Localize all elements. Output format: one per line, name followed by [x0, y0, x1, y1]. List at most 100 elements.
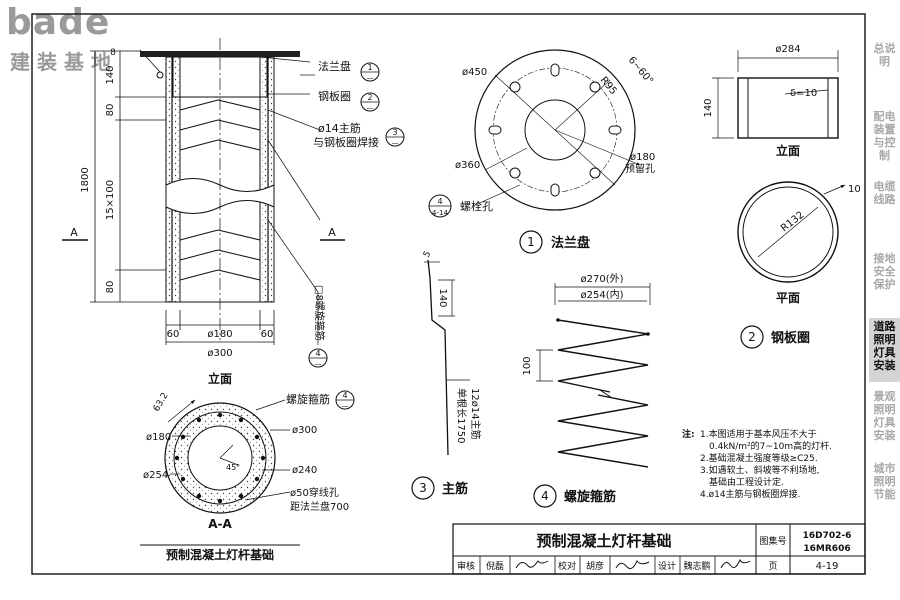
- title-block: 预制混凝土灯杆基础 图集号 16D702-6 16MR606 页 4-19 审核…: [452, 523, 866, 575]
- ring-caption: 钢板圈: [771, 330, 810, 346]
- flange-label-pre-hole: 预留孔: [625, 162, 655, 175]
- tb-review: 审核: [457, 560, 475, 572]
- svg-text:4-14: 4-14: [432, 209, 448, 217]
- note-line: 2.基础混凝土强度等级≥C25.: [700, 452, 818, 464]
- tb-atlas-label: 图集号: [759, 535, 786, 547]
- ring-dim-t10: 10: [848, 184, 861, 195]
- flange-num: 1: [527, 235, 535, 249]
- aa-title: 预制混凝土灯杆基础: [166, 547, 274, 562]
- sidebar-tab[interactable]: 配电装置与控制: [873, 110, 896, 162]
- break-line: [165, 178, 275, 214]
- svg-text:4: 4: [437, 197, 442, 206]
- label-rebar2: 与钢板圈焊接: [313, 135, 379, 149]
- dim-seg1: 80: [105, 104, 116, 117]
- label-spiral-note: □8螺旋箍筋: [313, 285, 326, 341]
- ring-dim-delta: δ=10: [790, 88, 817, 99]
- svg-text:2: 2: [367, 93, 372, 102]
- notes-block: 注: 1.本图适用于基本风压不大于 0.4kN/m²的7~10m高的灯杆. 2.…: [682, 428, 832, 500]
- dim-top: 140: [105, 65, 116, 84]
- sidebar-tab[interactable]: 总说明: [873, 42, 896, 68]
- signature-reviewer: [515, 560, 549, 569]
- brand-logo: bade 建装基地: [4, 2, 154, 74]
- ring-dim-h140: 140: [703, 98, 714, 117]
- aa-label-hole: ø50穿线孔: [290, 486, 339, 499]
- svg-text:—: —: [367, 104, 374, 112]
- tb-page-no: 4-19: [816, 561, 839, 572]
- sidebar-tab[interactable]: 景观照明灯具安装: [873, 390, 896, 442]
- section-mark-right: A: [328, 226, 336, 239]
- dim-seg2: 80: [105, 281, 116, 294]
- flange-caption: 法兰盘: [551, 235, 590, 251]
- rebar-dim-top: 5: [422, 250, 434, 260]
- rebar-label1: 12ø14主筋: [469, 388, 482, 440]
- aa-dim-d300: ø300: [292, 425, 317, 436]
- aa-dim-d180: ø180: [146, 432, 171, 443]
- svg-text:—: —: [342, 402, 349, 410]
- sidebar-tab[interactable]: 道路照明灯具安装: [869, 318, 900, 382]
- ref-bubble-bolt: 4 4-14: [428, 194, 452, 218]
- ref-bubble-ring: 2 —: [360, 92, 380, 112]
- rebar-caption: 主筋: [442, 481, 468, 497]
- flange-dim-d360: ø360: [455, 160, 480, 171]
- svg-text:4: 4: [342, 391, 347, 400]
- drawing-frame: [31, 13, 866, 575]
- rebar-dim-bend: 140: [437, 288, 448, 307]
- rebar-label2: 单根长1750: [455, 388, 468, 443]
- dim-left-cover: 60: [167, 329, 180, 340]
- sidebar-tab[interactable]: 电缆线路: [873, 180, 896, 206]
- sidebar-tab[interactable]: 接地安全保护: [873, 252, 896, 291]
- note-line: 1.本图适用于基本风压不大于: [700, 428, 817, 440]
- spiral-dim-inner: ø254(内): [580, 288, 623, 301]
- flange-plan-view: ø450 ø360 ø180 预留孔 R95 6~60° 螺栓孔 4 4-14 …: [428, 49, 655, 254]
- flange-dim-d180: ø180: [630, 152, 655, 163]
- ring-front-caption: 立面: [776, 143, 800, 158]
- tb-designer: 魏志鹏: [683, 560, 710, 572]
- tb-reviewer: 倪磊: [486, 560, 504, 572]
- note-line: 基础由工程设计定.: [709, 476, 784, 488]
- signature-designer: [720, 558, 751, 569]
- svg-text:3: 3: [392, 128, 397, 137]
- notes-head: 注:: [682, 428, 695, 440]
- dim-height: 1800: [80, 167, 91, 192]
- dim-total-dia: ø300: [207, 348, 232, 359]
- ref-bubble-aa-spiral: 4 —: [335, 390, 355, 410]
- svg-text:—: —: [315, 360, 322, 368]
- elevation-view: 140 80 15×100 80 1800 8 60 ø180 60 ø300 …: [62, 38, 405, 386]
- note-line: 3.如遇软土、斜坡等不利场地,: [700, 464, 819, 476]
- tb-design: 设计: [658, 560, 676, 572]
- ring-plan-caption: 平面: [776, 291, 800, 305]
- tb-atlas-no2: 16MR606: [803, 544, 850, 554]
- tb-atlas-no: 16D702-6: [803, 531, 852, 541]
- spiral-dim-pitch: 100: [522, 356, 533, 375]
- ring-dim-d284: ø284: [775, 44, 800, 55]
- ref-bubble-flange: 1 —: [360, 62, 380, 82]
- aa-caption: A-A: [208, 517, 232, 531]
- steel-ring-view: ø284 140 δ=10 立面 R132 10 平面 2 钢板圈: [703, 44, 861, 349]
- svg-text:1: 1: [367, 63, 372, 72]
- spiral-num: 4: [541, 489, 549, 503]
- aa-dim-d240: ø240: [292, 465, 317, 476]
- note-line: 4.ø14主筋与钢板圈焊接.: [700, 488, 800, 500]
- logo-wordmark: bade: [6, 2, 111, 43]
- tb-page-label: 页: [768, 561, 777, 572]
- svg-text:4: 4: [315, 349, 320, 358]
- section-aa-view: 63.2 ø180 ø254 ø300 ø240 45° 螺旋箍筋 ø50穿线孔…: [140, 390, 355, 562]
- spiral-view: ø270(外) ø254(内) 100 4 螺旋箍筋: [522, 273, 651, 508]
- dim-small: 8: [110, 48, 116, 58]
- dim-mid-dia: ø180: [207, 329, 232, 340]
- dim-right-cover: 60: [261, 329, 274, 340]
- main-rebar-view: 5 140 12ø14主筋 单根长1750 3 主筋: [411, 250, 482, 500]
- sidebar-tab[interactable]: 城市照明节能: [873, 462, 896, 501]
- svg-text:—: —: [392, 139, 399, 147]
- label-rebar1: ø14主筋: [318, 121, 361, 135]
- tb-checker: 胡彦: [586, 560, 604, 572]
- label-ring: 钢板圈: [318, 89, 351, 103]
- ref-bubble-rebar: 3 —: [385, 127, 405, 147]
- aa-label-hole2: 距法兰盘700: [290, 500, 349, 513]
- note-line: 0.4kN/m²的7~10m高的灯杆.: [709, 440, 832, 452]
- label-flange: 法兰盘: [318, 59, 351, 73]
- tb-check: 校对: [558, 560, 576, 572]
- spiral-caption: 螺旋箍筋: [564, 489, 616, 505]
- section-mark-left: A: [70, 226, 78, 239]
